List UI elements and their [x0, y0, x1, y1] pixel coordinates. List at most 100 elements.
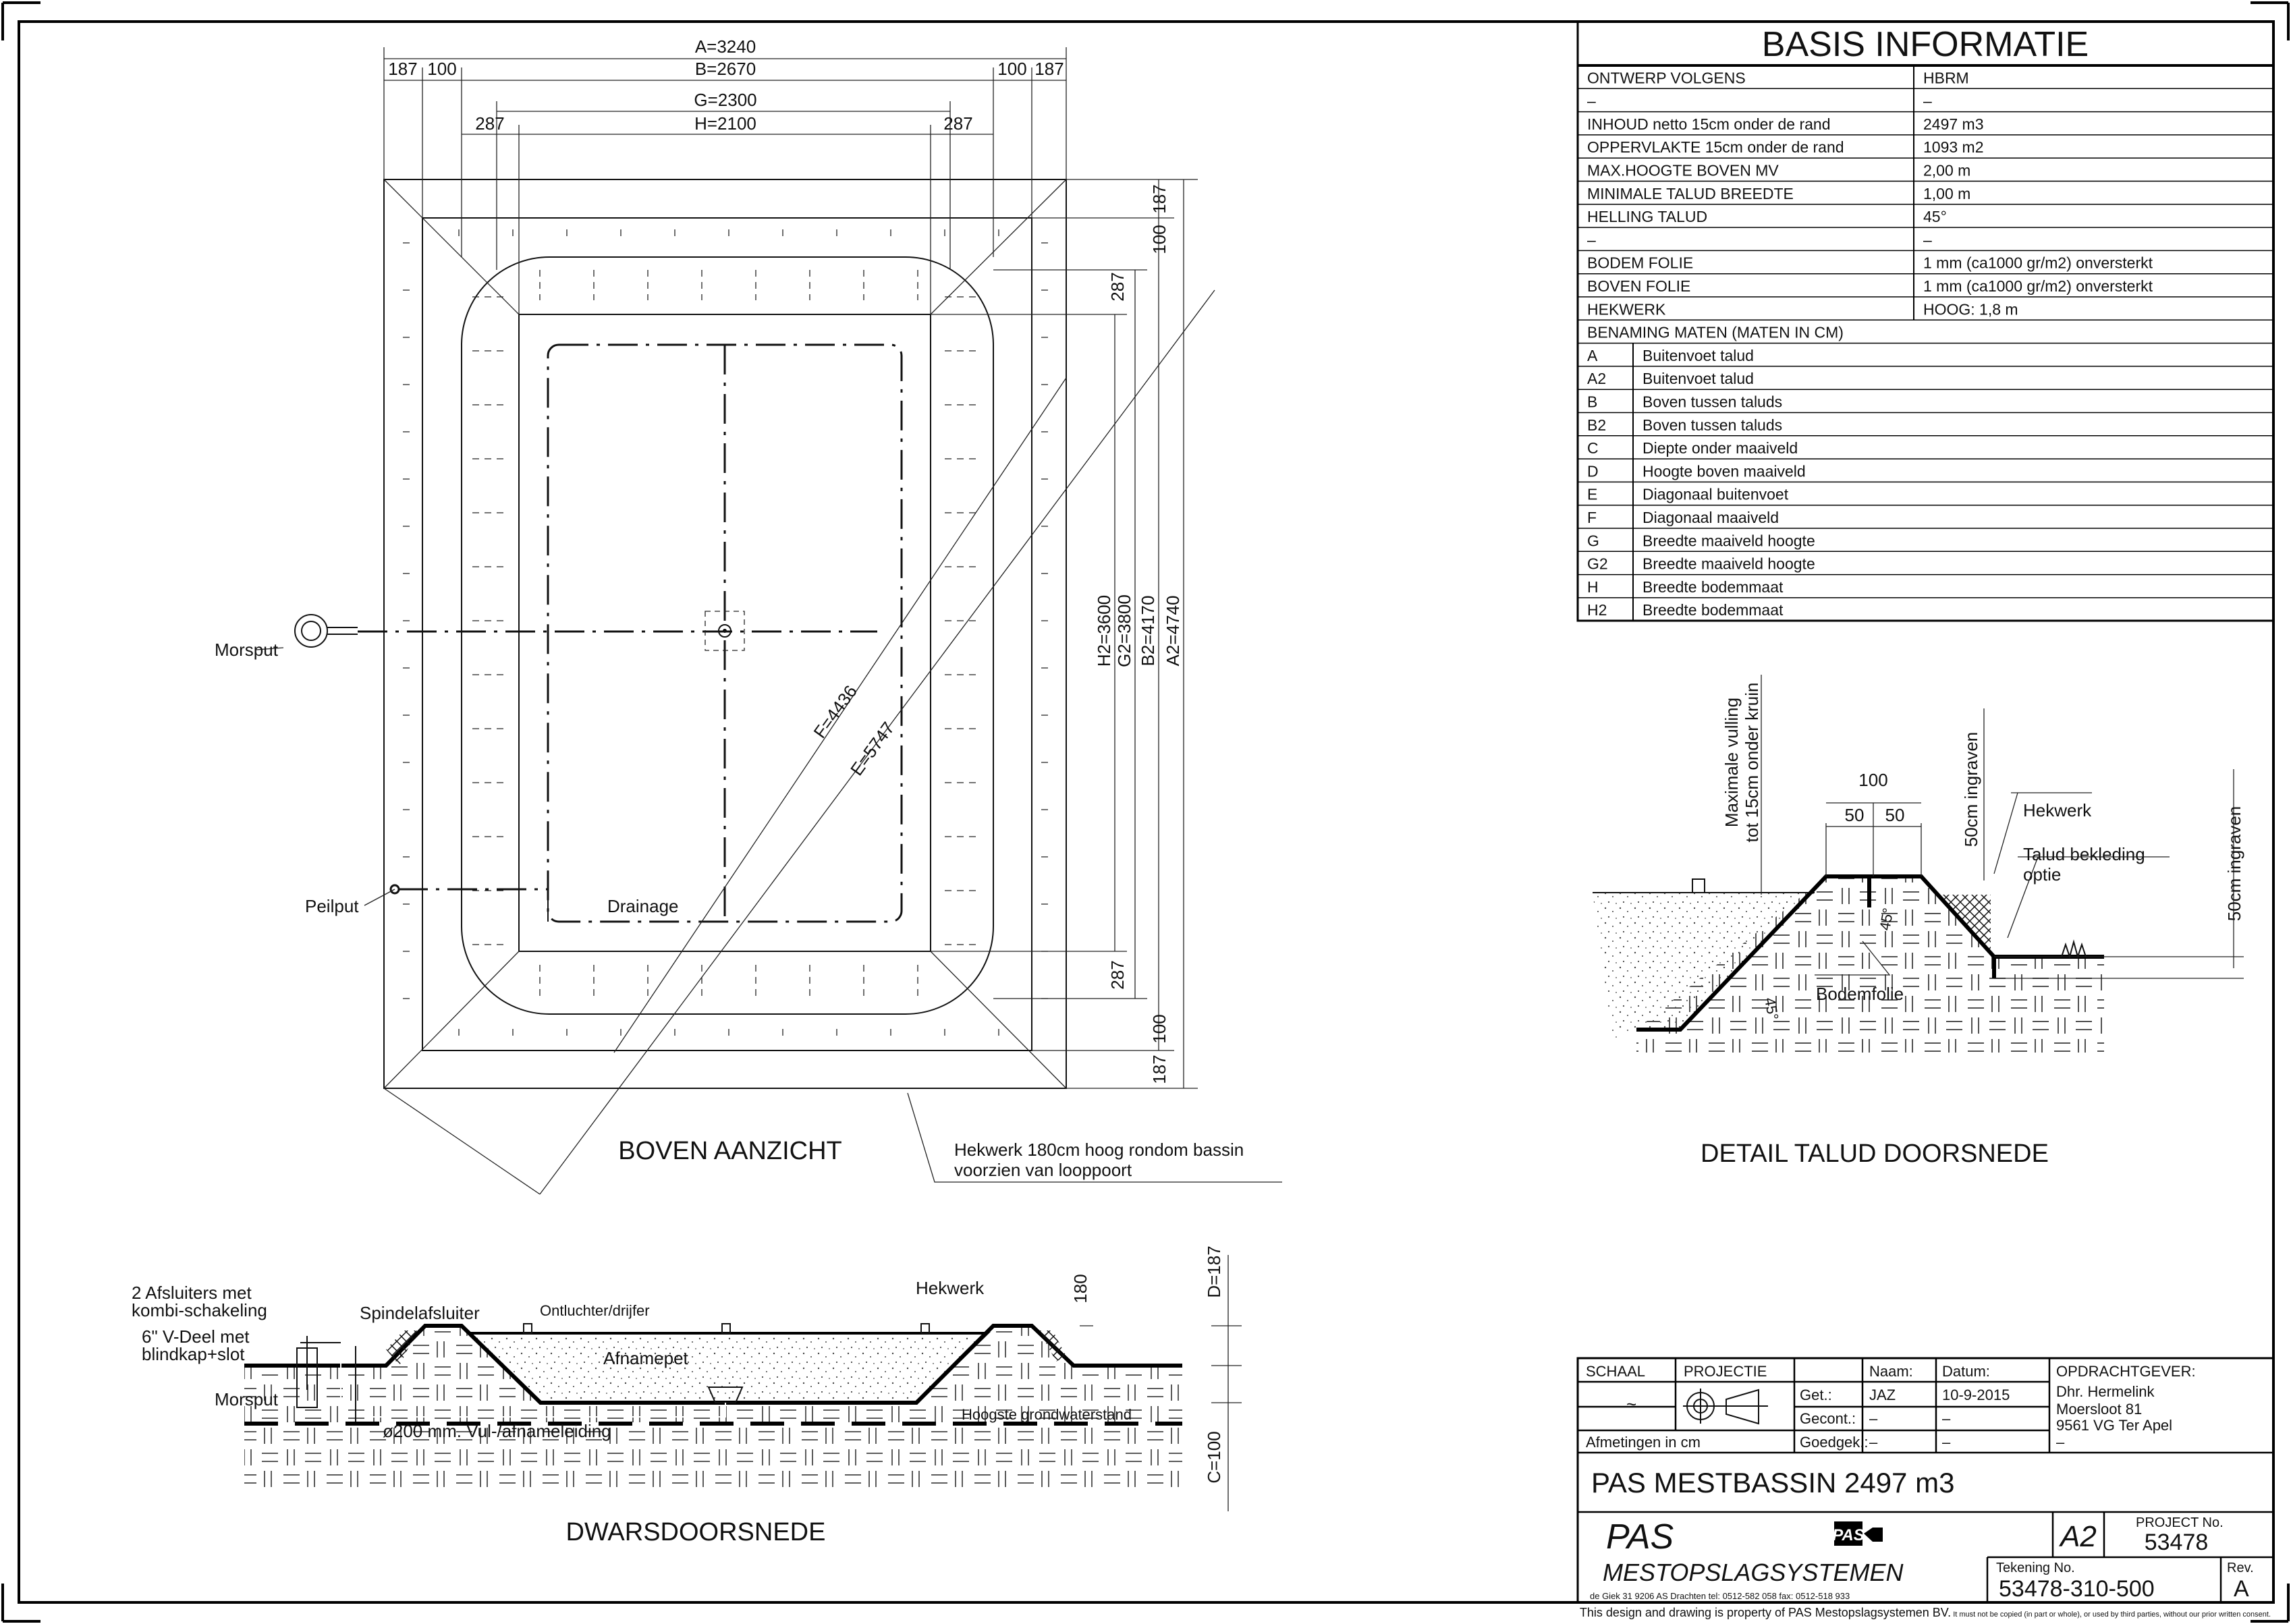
hekwerk-note-line2: voorzien van looppoort — [954, 1160, 1132, 1180]
ingraven-label-right: 50cm ingraven — [2224, 806, 2244, 922]
legend-code: A2 — [1587, 370, 1606, 387]
dim-g: G=2300 — [694, 90, 756, 110]
legend-code: A — [1587, 347, 1598, 364]
dim-c: C=100 — [1204, 1431, 1224, 1483]
dim-g2: G2=3800 — [1114, 594, 1134, 667]
company-address: de Giek 31 9206 AS Drachten tel: 0512-58… — [1590, 1591, 1850, 1601]
cross-section-labels: 2 Afsluiters met kombi-schakeling 6" V-D… — [132, 1245, 1224, 1546]
legend-code: G — [1587, 532, 1599, 549]
legend-description: Buitenvoet talud — [1643, 370, 1754, 387]
opdrachtgever-line: Moersloot 81 — [2056, 1401, 2142, 1418]
info-row-label: MAX.HOOGTE BOVEN MV — [1587, 162, 1779, 179]
info-row-value: 1,00 m — [1923, 185, 1970, 202]
leiding-label: ø200 mm. Vul-/afnameleiding — [383, 1421, 611, 1441]
detail-labels: Maximale vulling tot 15cm onder kruin 10… — [1701, 682, 2244, 1168]
info-row-label: BOVEN FOLIE — [1587, 277, 1690, 295]
dim-287-left: 287 — [475, 113, 504, 134]
logo-text: PAS — [1832, 1526, 1865, 1544]
dim-crest-50-left: 50 — [1845, 805, 1865, 825]
afmetingen-label: Afmetingen in cm — [1586, 1434, 1701, 1451]
dim-287-top: 287 — [1107, 272, 1128, 301]
spindelafsluiter-label: Spindelafsluiter — [360, 1303, 480, 1323]
sheet-size: A2 — [2058, 1520, 2097, 1553]
bekleding-label-1: Talud bekleding — [2023, 844, 2145, 864]
title-block: SCHAAL ~ PROJECTIE Naam: Datum: Get.: JA… — [1576, 1357, 2275, 1604]
goedgek-label: Goedgek.: — [1800, 1434, 1869, 1451]
goedgek-datum: – — [1942, 1434, 1951, 1451]
info-row-label: HEKWERK — [1587, 300, 1666, 318]
legend-description: Breedte bodemmaat — [1643, 578, 1784, 596]
detail-title: DETAIL TALUD DOORSNEDE — [1701, 1140, 2049, 1168]
afsluiters-label-2: kombi-schakeling — [132, 1300, 267, 1320]
legend-code: D — [1587, 462, 1599, 480]
project-label: PROJECT No. — [2136, 1515, 2224, 1530]
legend-description: Hoogte boven maaiveld — [1643, 462, 1806, 480]
legend-code: H2 — [1587, 601, 1607, 619]
copyright-main: This design and drawing is property of P… — [1580, 1606, 1951, 1619]
legend-code: B — [1587, 393, 1597, 411]
info-row-value: 2497 m3 — [1923, 115, 1984, 133]
dim-d: D=187 — [1204, 1245, 1224, 1297]
opdrachtgever-line: Dhr. Hermelink — [2056, 1383, 2155, 1400]
legend-code: B2 — [1587, 416, 1606, 434]
drawing-title: PAS MESTBASSIN 2497 m3 — [1591, 1467, 1954, 1499]
info-row-value: – — [1923, 231, 1932, 248]
dim-crest-50-right: 50 — [1885, 805, 1905, 825]
peilput-label: Peilput — [305, 896, 359, 916]
tekening-label: Tekening No. — [1996, 1561, 2075, 1575]
opdrachtgever-label: OPDRACHTGEVER: — [2056, 1363, 2196, 1380]
info-row-label: INHOUD netto 15cm onder de rand — [1587, 115, 1831, 133]
top-view — [358, 179, 1215, 1195]
company-name-pas: PAS — [1606, 1517, 1674, 1557]
get-label: Get.: — [1800, 1387, 1832, 1403]
vulling-label-1: Maximale vulling — [1721, 698, 1742, 827]
dim-f: F=4436 — [809, 681, 861, 742]
dim-a2: A2=4740 — [1163, 596, 1183, 667]
legend-code: H — [1587, 578, 1599, 596]
pas-logo: PAS — [1832, 1521, 1883, 1546]
info-row-value: – — [1923, 92, 1932, 110]
projectie-label: PROJECTIE — [1684, 1363, 1767, 1380]
hekwerk-detail-label: Hekwerk — [2023, 800, 2092, 820]
hekwerk-note-line1: Hekwerk 180cm hoog rondom bassin — [954, 1140, 1244, 1160]
cross-section — [244, 1255, 1242, 1511]
dim-b2: B2=4170 — [1138, 596, 1158, 667]
info-row-value: HBRM — [1923, 69, 1969, 86]
dim-287-bottom: 287 — [1107, 960, 1128, 989]
schaal-value: ~ — [1626, 1394, 1636, 1414]
bekleding-label-2: optie — [2023, 864, 2061, 885]
vdeel-label-2: blindkap+slot — [142, 1344, 245, 1364]
info-row-label: – — [1587, 231, 1596, 248]
gecont-datum: – — [1942, 1410, 1951, 1427]
gecont-label: Gecont.: — [1800, 1410, 1856, 1427]
ingraven-label-left: 50cm ingraven — [1961, 732, 1981, 847]
cross-section-title: DWARSDOORSNEDE — [566, 1518, 826, 1546]
legend-description: Buitenvoet talud — [1643, 347, 1754, 364]
rev-value: A — [2234, 1576, 2249, 1602]
tekening-number: 53478-310-500 — [1999, 1576, 2155, 1602]
morsput-label: Morsput — [215, 640, 279, 660]
morsput-symbol — [256, 614, 358, 650]
afnamepet-label: Afnamepet — [603, 1348, 689, 1368]
rev-label: Rev. — [2227, 1561, 2254, 1575]
info-row-value: 1 mm (ca1000 gr/m2) onversterkt — [1923, 277, 2153, 295]
dim-100-top: 100 — [1149, 225, 1169, 254]
info-row-value: 1093 m2 — [1923, 138, 1984, 156]
legend-description: Breedte maaiveld hoogte — [1643, 555, 1815, 573]
dim-100-right: 100 — [997, 59, 1026, 79]
angle-label-top: 45° — [1876, 907, 1896, 932]
drainage-label: Drainage — [607, 896, 679, 916]
info-row-value: 45° — [1923, 208, 1947, 225]
top-view-dimensions — [383, 47, 1198, 1089]
morsput-section-label: Morsput — [215, 1389, 279, 1409]
grondwater-label: Hoogste grondwaterstand — [962, 1406, 1132, 1423]
detail-talud — [1593, 675, 2244, 1053]
dim-180: 180 — [1070, 1274, 1091, 1303]
copyright-small: It must not be copied (in part or whole)… — [1951, 1611, 2271, 1619]
info-row-label: BODEM FOLIE — [1587, 254, 1693, 272]
dim-187-top: 187 — [1149, 184, 1169, 213]
afsluiters-label-1: 2 Afsluiters met — [132, 1283, 252, 1303]
info-row-label: ONTWERP VOLGENS — [1587, 69, 1746, 86]
